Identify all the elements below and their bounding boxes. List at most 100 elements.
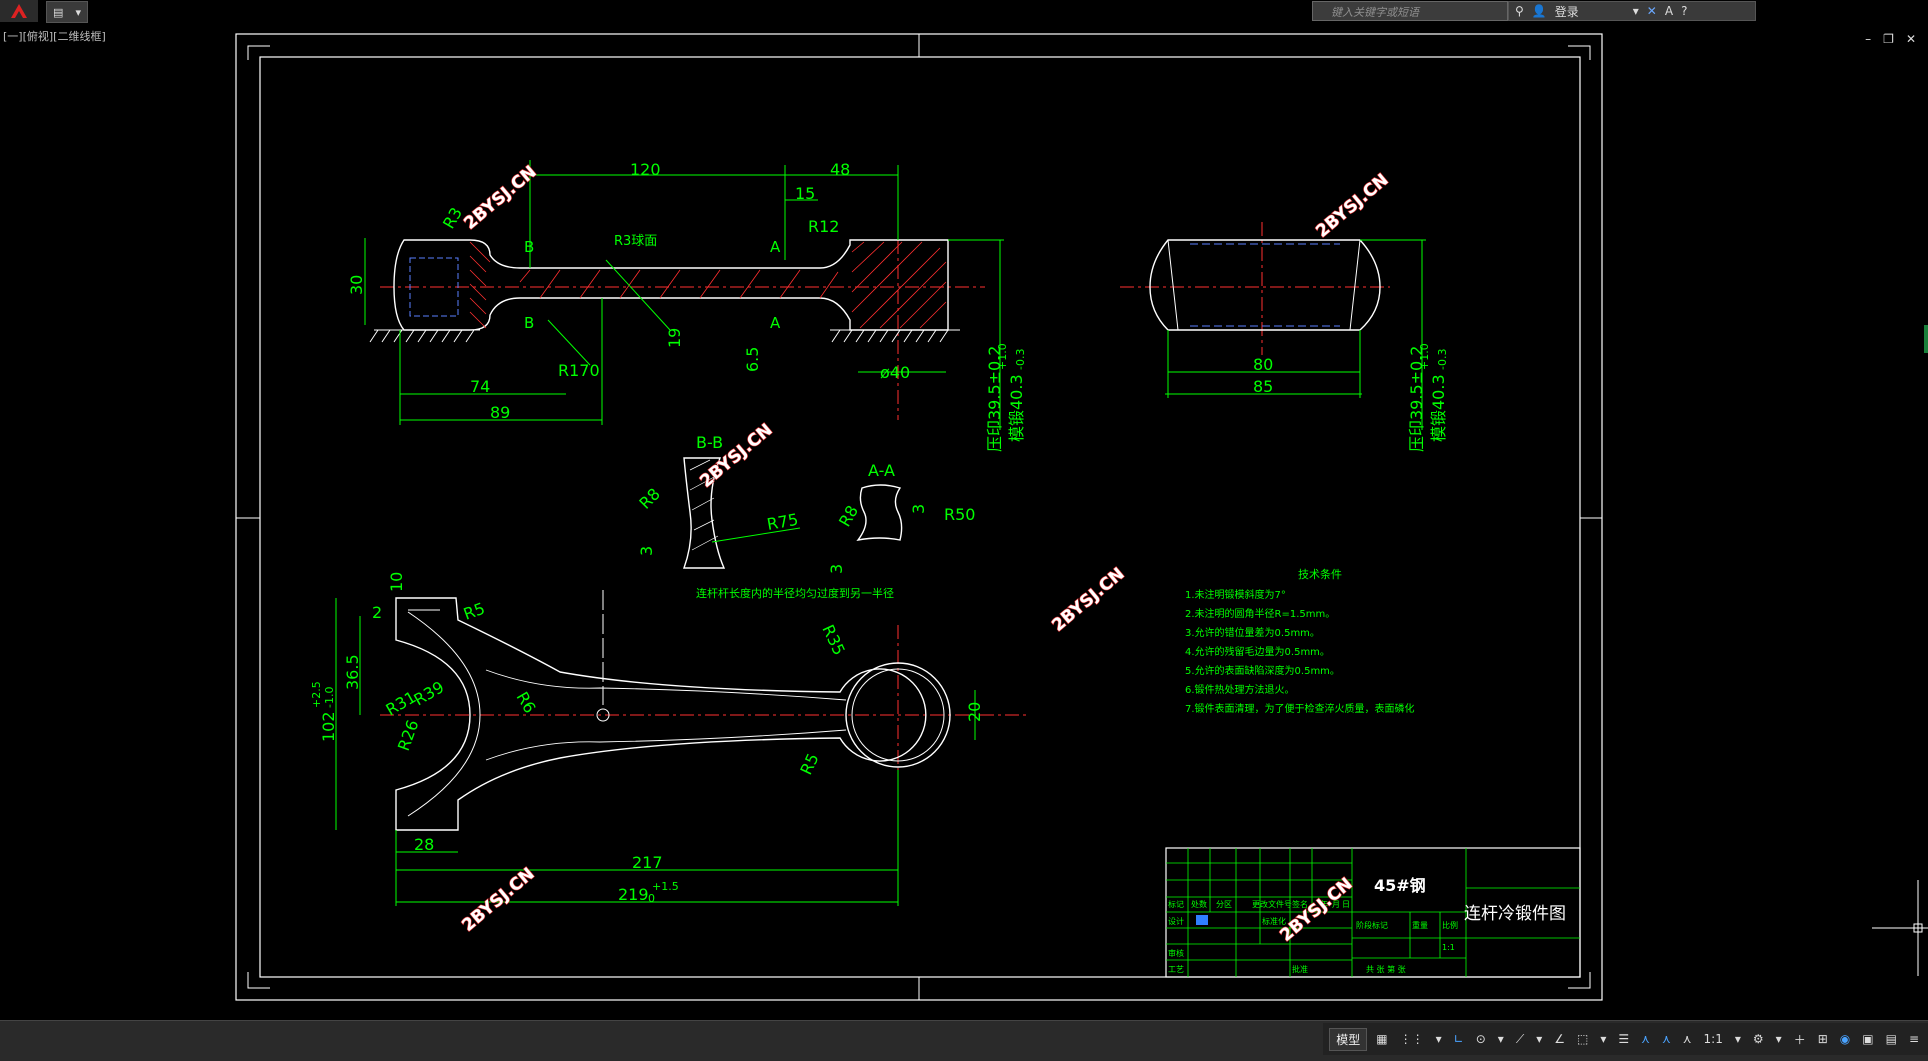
model-tab[interactable]: 模型 bbox=[1329, 1028, 1367, 1051]
tb-design: 设计 bbox=[1168, 916, 1184, 926]
infer-constraints-icon[interactable]: ∟ bbox=[1451, 1030, 1467, 1048]
tech-note-2: 2.未注明的圆角半径R=1.5mm。 bbox=[1185, 607, 1335, 620]
exchange-icon[interactable]: ✕ bbox=[1647, 4, 1657, 18]
tb-stage: 阶段标记 bbox=[1356, 920, 1388, 930]
aa-dim-r8: R8 bbox=[835, 502, 862, 530]
dim-74: 74 bbox=[470, 377, 490, 396]
tb-weight: 重量 bbox=[1412, 920, 1428, 930]
chevron-down-icon[interactable]: ▾ bbox=[1597, 1030, 1609, 1048]
quick-access-toolbar[interactable]: ▤ ▾ bbox=[46, 1, 88, 23]
units-icon[interactable]: ⊞ bbox=[1815, 1030, 1831, 1048]
hardware-acceleration-icon[interactable]: ▣ bbox=[1859, 1030, 1876, 1048]
chevron-down-icon[interactable]: ▾ bbox=[1433, 1030, 1445, 1048]
chevron-down-icon[interactable]: ▾ bbox=[75, 6, 81, 19]
dim-48: 48 bbox=[830, 160, 850, 179]
object-snap-icon[interactable]: ⬚ bbox=[1574, 1030, 1591, 1048]
chevron-down-icon[interactable]: ▾ bbox=[1533, 1030, 1545, 1048]
user-icon: 👤 bbox=[1532, 4, 1547, 18]
scrollbar-marker[interactable] bbox=[1924, 325, 1928, 353]
tb-sheets: 共 张 第 张 bbox=[1366, 964, 1406, 974]
infocenter-toolbar: ⚲ 👤 登录 ▾ ✕ A ? bbox=[1508, 1, 1756, 21]
dim-80: 80 bbox=[1253, 355, 1273, 374]
watermark-3: 2BYSJ.CN bbox=[696, 420, 776, 492]
dim-r3-sphere: R3球面 bbox=[614, 234, 657, 249]
bb-dim-r8: R8 bbox=[635, 484, 663, 512]
plan-tol-219-hi: +1.5 bbox=[652, 880, 679, 893]
clean-screen-icon[interactable]: ▤ bbox=[1883, 1030, 1900, 1048]
tech-title: 技术条件 bbox=[1298, 567, 1342, 581]
dim-85: 85 bbox=[1253, 377, 1273, 396]
login-button[interactable]: 登录 bbox=[1555, 3, 1579, 20]
chevron-down-icon[interactable]: ▾ bbox=[1495, 1030, 1507, 1048]
tech-note-1: 1.未注明锻模斜度为7° bbox=[1185, 588, 1286, 601]
tb-process: 工艺 bbox=[1168, 965, 1184, 974]
watermark-1: 2BYSJ.CN bbox=[460, 162, 540, 234]
watermark-6: 2BYSJ.CN bbox=[1276, 874, 1356, 946]
tb-approve: 批准 bbox=[1292, 964, 1308, 974]
watermark-5: 2BYSJ.CN bbox=[458, 864, 538, 936]
customize-icon[interactable]: ≡ bbox=[1906, 1030, 1922, 1048]
grid-icon[interactable]: ▦ bbox=[1373, 1030, 1390, 1048]
tb-change-doc: 更改文件号 bbox=[1252, 899, 1292, 909]
section-mark-a-top: A bbox=[770, 238, 781, 256]
application-menu-button[interactable] bbox=[0, 0, 38, 22]
front-view: 120 48 15 30 74 89 R170 R12 R3球面 19 6.5 … bbox=[347, 160, 1027, 452]
side-dim-tol-minus: -0.3 bbox=[1436, 349, 1449, 370]
section-mark-a-bottom: A bbox=[770, 314, 781, 332]
section-aa-label: A-A bbox=[868, 461, 895, 480]
lineweight-icon[interactable]: ☰ bbox=[1615, 1030, 1632, 1048]
plan-dim-28: 28 bbox=[414, 835, 434, 854]
annotation-scale-icon[interactable]: ⋏ bbox=[1680, 1030, 1695, 1048]
section-note: 连杆杆长度内的半径均匀过度到另一半径 bbox=[696, 586, 894, 600]
scale-dropdown[interactable]: 1:1 bbox=[1701, 1030, 1726, 1048]
plan-dim-217: 217 bbox=[632, 853, 663, 872]
polar-tracking-icon[interactable]: ⊙ bbox=[1473, 1030, 1489, 1048]
plan-dim-219: 219 bbox=[618, 885, 649, 904]
isolate-objects-icon[interactable]: ◉ bbox=[1837, 1030, 1853, 1048]
drawing-canvas[interactable]: 120 48 15 30 74 89 R170 R12 R3球面 19 6.5 … bbox=[0, 22, 1928, 1020]
dim-30: 30 bbox=[347, 275, 366, 295]
tb-ratio: 比例 bbox=[1442, 920, 1458, 930]
plan-view: 2 R5 36.5 R31 R39 R26 R6 R35 R5 20 28 21… bbox=[310, 572, 1028, 906]
object-snap-tracking-icon[interactable]: ∠ bbox=[1551, 1030, 1568, 1048]
auto-scale-icon[interactable]: ⋏ bbox=[1659, 1030, 1674, 1048]
snap-icon[interactable]: ⋮⋮ bbox=[1397, 1030, 1427, 1048]
dim-120: 120 bbox=[630, 160, 661, 179]
sheet-border bbox=[236, 34, 1602, 1000]
dim-r170: R170 bbox=[558, 361, 600, 380]
tech-note-3: 3.允许的错位量差为0.5mm。 bbox=[1185, 626, 1320, 639]
tb-zone: 分区 bbox=[1216, 900, 1232, 909]
tb-material: 45#钢 bbox=[1374, 876, 1426, 895]
chevron-down-icon[interactable]: ▾ bbox=[1732, 1030, 1744, 1048]
chevron-down-icon[interactable]: ▾ bbox=[1773, 1030, 1785, 1048]
plan-dim-20: 20 bbox=[965, 702, 984, 722]
title-bar: ▤ ▾ ▸ 键入关键字或短语 ⚲ 👤 登录 ▾ ✕ A ? bbox=[0, 0, 1928, 22]
dim-dia-40: ø40 bbox=[880, 363, 910, 382]
annotation-visibility-icon[interactable]: ⋏ bbox=[1638, 1030, 1653, 1048]
search-input[interactable]: 键入关键字或短语 bbox=[1312, 1, 1508, 21]
annotation-monitor-icon[interactable]: ＋ bbox=[1791, 1029, 1809, 1050]
watermark-4: 2BYSJ.CN bbox=[1048, 564, 1128, 636]
binoculars-icon[interactable]: ⚲ bbox=[1515, 4, 1524, 18]
side-dim-forge-40-3: 模锻40.3 bbox=[1429, 374, 1448, 442]
autodesk-a360-icon[interactable]: A bbox=[1665, 4, 1673, 18]
help-icon[interactable]: ? bbox=[1681, 4, 1687, 18]
tb-count: 处数 bbox=[1191, 899, 1207, 909]
tb-day: 日 bbox=[1342, 900, 1350, 909]
tb-scale: 1:1 bbox=[1442, 943, 1455, 952]
plan-dim-2: 2 bbox=[372, 603, 382, 622]
dim-tol-minus: -0.3 bbox=[1014, 349, 1027, 370]
plan-tol-102-lo: -1.0 bbox=[323, 687, 336, 708]
workspace-icon[interactable]: ▤ bbox=[53, 6, 63, 19]
isodraft-icon[interactable]: ⟋ bbox=[1513, 1030, 1527, 1049]
watermark-2: 2BYSJ.CN bbox=[1312, 170, 1392, 242]
workspace-gear-icon[interactable]: ⚙ bbox=[1750, 1030, 1767, 1048]
plan-dim-10: 10 bbox=[387, 572, 406, 592]
tech-note-5: 5.允许的表面缺陷深度为0.5mm。 bbox=[1185, 664, 1340, 677]
tb-review: 审核 bbox=[1168, 948, 1184, 958]
section-mark-b-top: B bbox=[524, 238, 534, 256]
chevron-down-icon[interactable]: ▾ bbox=[1633, 4, 1639, 18]
watermark-layer: 2BYSJ.CN 2BYSJ.CN 2BYSJ.CN 2BYSJ.CN 2BYS… bbox=[458, 162, 1392, 946]
tech-note-7: 7.锻件表面清理，为了便于检查淬火质量，表面磷化 bbox=[1185, 702, 1415, 715]
plan-dim-36-5: 36.5 bbox=[343, 654, 362, 690]
